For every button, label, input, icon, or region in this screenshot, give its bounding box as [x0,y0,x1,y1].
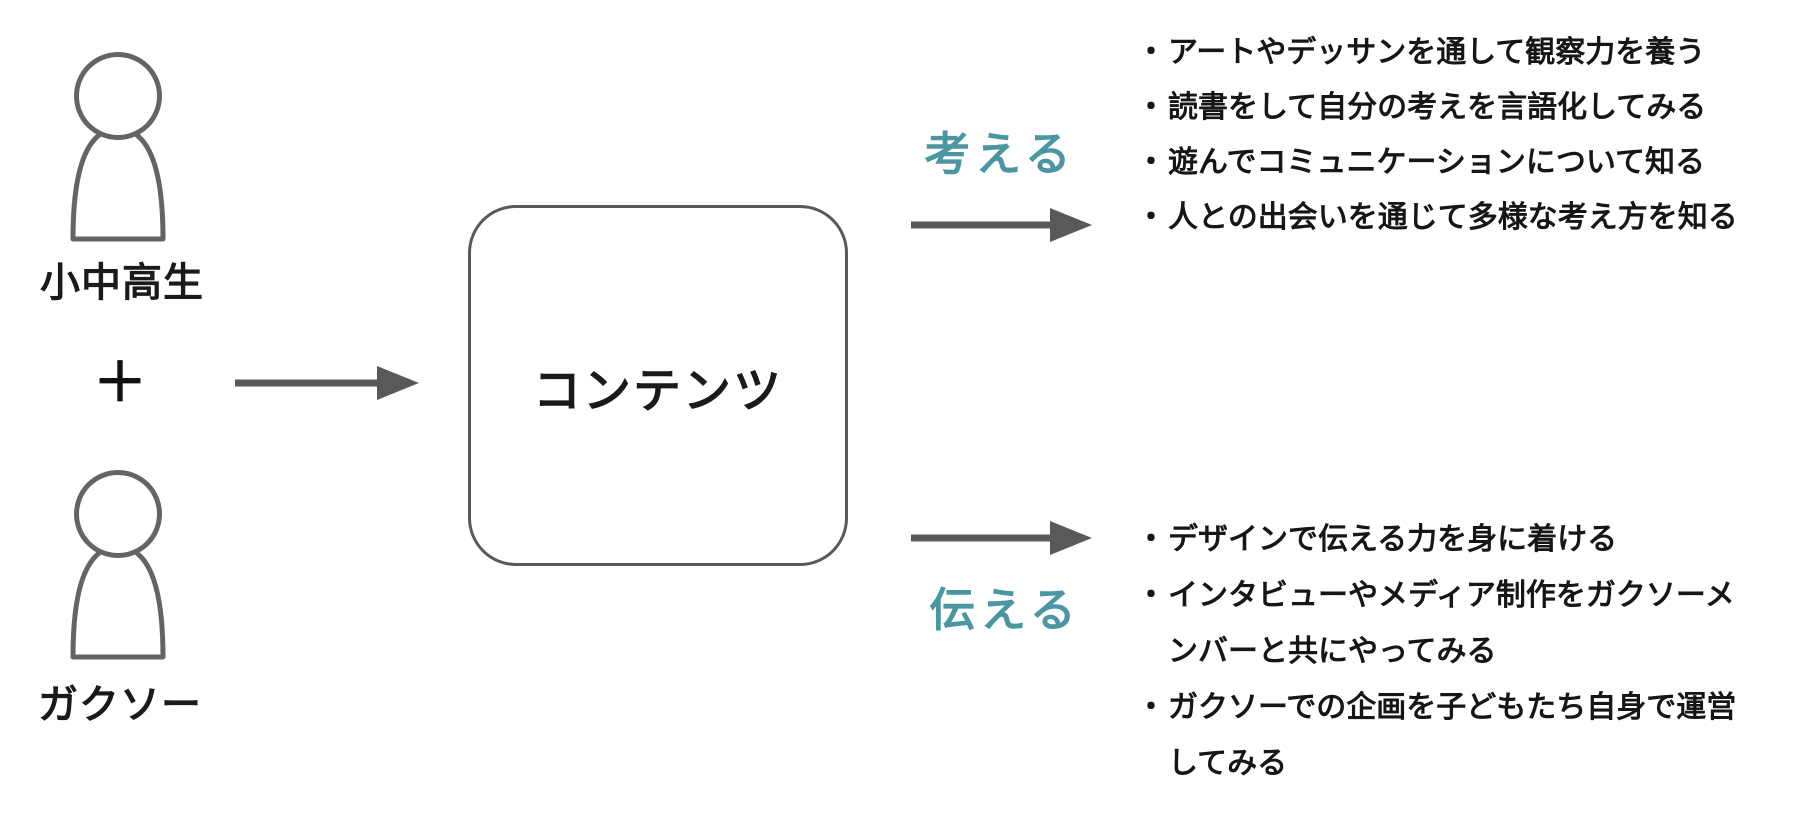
tell-bullet-list: ・ デザインで伝える力を身に着ける ・ インタビューやメディア制作をガクソーメ … [1136,512,1736,792]
branch-label-think: 考える [924,128,1076,180]
bullet-icon: ・ [1136,691,1166,724]
list-item-text: アートやデッサンを通して観察力を養う [1168,36,1706,69]
actor-gakusou-label: ガクソー [38,683,202,727]
person-icon [70,470,166,660]
plus-sign: ＋ [93,353,147,413]
list-item-text: 遊んでコミュニケーションについて知る [1168,146,1705,179]
arrow-right-icon [911,521,1092,555]
list-item-text: 読書をして自分の考えを言語化してみる [1168,91,1707,124]
bullet-icon: ・ [1136,36,1166,69]
bullet-icon: ・ [1136,146,1166,179]
list-item: ・ ガクソーでの企画を子どもたち自身で運営 してみる [1136,680,1736,792]
list-item: ・ アートやデッサンを通して観察力を養う [1136,25,1738,80]
list-item-text: 人との出会いを通じて多様な考え方を知る [1168,201,1738,234]
list-item-text: インタビューやメディア制作をガクソーメ ンバーと共にやってみる [1168,579,1735,668]
content-box: コンテンツ [468,205,848,566]
list-item-text: デザインで伝える力を身に着ける [1168,523,1618,556]
bullet-icon: ・ [1136,579,1166,612]
list-item-text: ガクソーでの企画を子どもたち自身で運営 してみる [1168,691,1737,780]
content-box-label: コンテンツ [532,364,783,418]
bullet-icon: ・ [1136,523,1166,556]
list-item: ・ 読書をして自分の考えを言語化してみる [1136,80,1738,135]
bullet-icon: ・ [1136,201,1166,234]
branch-label-tell: 伝える [929,584,1081,636]
arrow-right-icon [911,208,1092,242]
list-item: ・ 人との出会いを通じて多様な考え方を知る [1136,190,1738,245]
person-icon [70,52,166,242]
list-item: ・ インタビューやメディア制作をガクソーメ ンバーと共にやってみる [1136,568,1736,680]
actor-students-label: 小中高生 [40,261,204,305]
bullet-icon: ・ [1136,91,1166,124]
think-bullet-list: ・ アートやデッサンを通して観察力を養う ・ 読書をして自分の考えを言語化してみ… [1136,25,1738,245]
list-item: ・ デザインで伝える力を身に着ける [1136,512,1736,568]
arrow-right-icon [235,366,419,400]
list-item: ・ 遊んでコミュニケーションについて知る [1136,135,1738,190]
